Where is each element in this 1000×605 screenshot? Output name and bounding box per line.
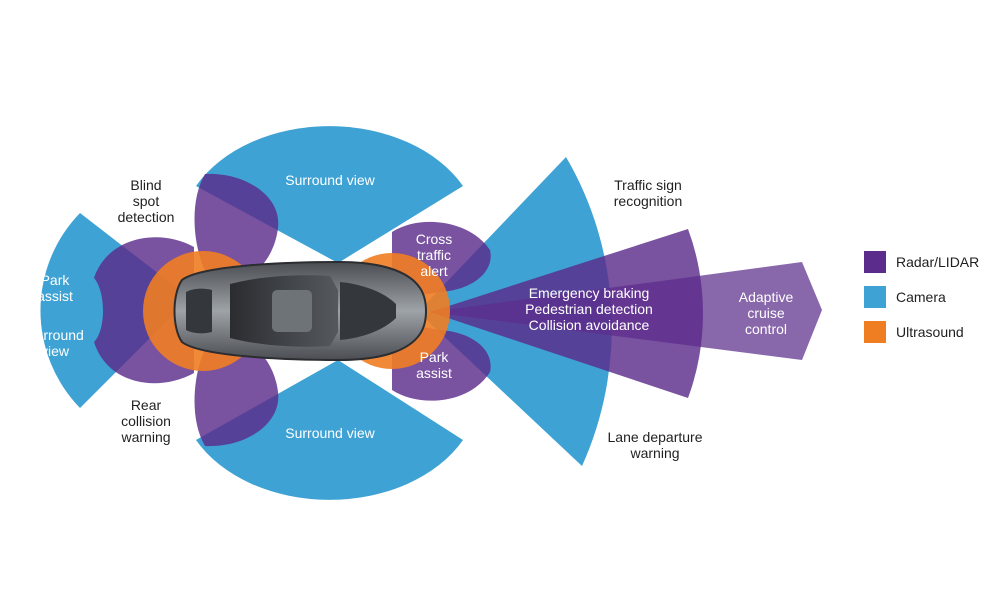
legend-item-ultrasound: Ultrasound	[864, 320, 994, 344]
label-lane-departure-warning-line: warning	[629, 445, 679, 461]
label-front-radar-functions-line: Pedestrian detection	[525, 301, 653, 317]
label-surround-view-rear-line: view	[41, 343, 70, 359]
label-cross-traffic-alert-line: alert	[420, 263, 447, 279]
label-surround-view-top-line: Surround view	[285, 172, 375, 188]
legend-item-camera: Camera	[864, 285, 994, 309]
label-rear-collision-warning-line: Rear	[131, 397, 162, 413]
label-park-assist-front-line: assist	[416, 365, 452, 381]
label-traffic-sign-recognition-line: Traffic sign	[614, 177, 682, 193]
camera-zone-surround-top	[196, 126, 463, 263]
label-cross-traffic-alert-line: Cross	[416, 231, 453, 247]
legend-label-radar-lidar: Radar/LIDAR	[896, 254, 980, 270]
radar-zone-front-long	[430, 229, 703, 398]
label-surround-view-top: Surround view	[285, 172, 375, 188]
legend-swatch-radar-lidar	[864, 251, 886, 273]
car-top-view-icon	[173, 260, 427, 362]
legend-label-camera: Camera	[896, 289, 946, 305]
label-adaptive-cruise-control-line: control	[745, 321, 787, 337]
label-park-assist-rear-line: Park	[41, 272, 71, 288]
label-park-assist-rear-line: assist	[37, 288, 73, 304]
legend-swatch-camera	[864, 286, 886, 308]
label-traffic-sign-recognition-line: recognition	[614, 193, 683, 209]
label-front-radar-functions-line: Collision avoidance	[529, 317, 650, 333]
label-blind-spot-detection-line: spot	[133, 193, 160, 209]
label-blind-spot-detection-line: detection	[118, 209, 175, 225]
label-surround-view-bottom: Surround view	[285, 425, 375, 441]
legend-item-radar-lidar: Radar/LIDAR	[864, 250, 994, 274]
label-surround-view-bottom-line: Surround view	[285, 425, 375, 441]
label-park-assist-front-line: Park	[420, 349, 450, 365]
label-rear-collision-warning-line: collision	[121, 413, 171, 429]
sensor-legend: Radar/LIDAR Camera Ultrasound	[864, 250, 994, 355]
label-adaptive-cruise-control-line: cruise	[747, 305, 785, 321]
camera-zone-surround-bottom	[196, 360, 463, 500]
legend-swatch-ultrasound	[864, 321, 886, 343]
label-blind-spot-detection-line: Blind	[130, 177, 161, 193]
legend-label-ultrasound: Ultrasound	[896, 324, 964, 340]
label-adaptive-cruise-control-line: Adaptive	[739, 289, 794, 305]
label-rear-collision-warning-line: warning	[120, 429, 170, 445]
label-cross-traffic-alert-line: traffic	[417, 247, 451, 263]
label-front-radar-functions-line: Emergency braking	[529, 285, 650, 301]
label-lane-departure-warning-line: Lane departure	[608, 429, 703, 445]
label-surround-view-rear-line: Surround	[26, 327, 84, 343]
